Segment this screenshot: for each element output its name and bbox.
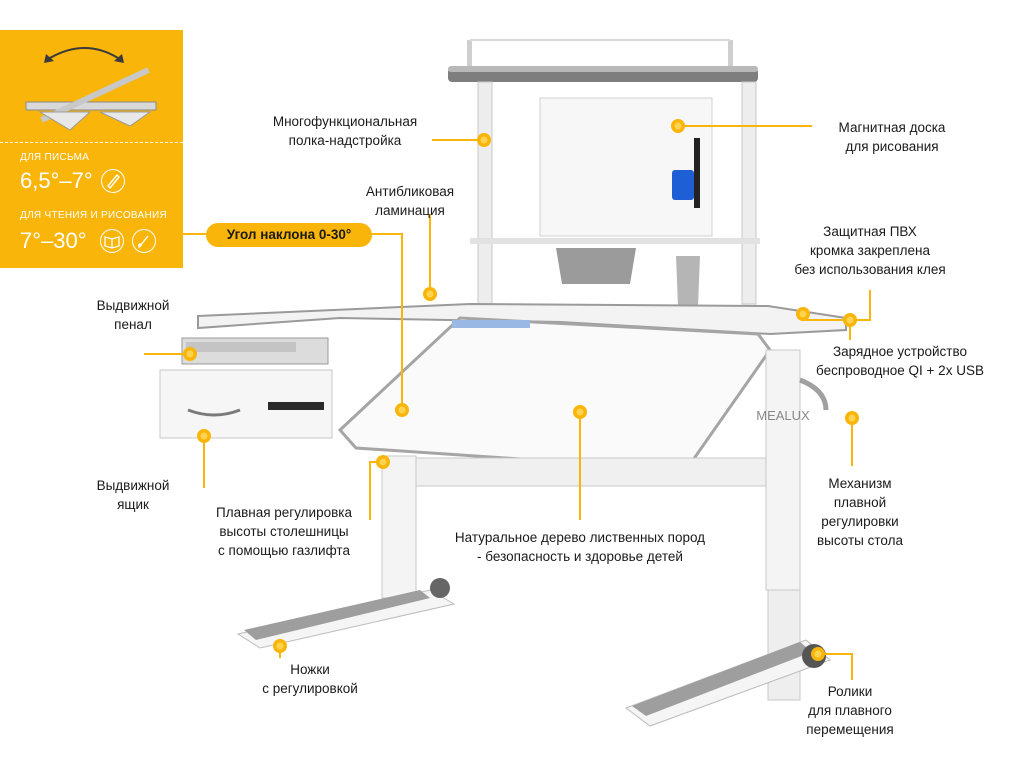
pen-icon <box>101 169 125 193</box>
tilt-info-panel: ДЛЯ ПИСЬМА 6,5°–7° ДЛЯ ЧТЕНИЯ И РИСОВАНИ… <box>0 30 183 268</box>
magnetic-board <box>539 97 713 237</box>
shelf-superstructure <box>448 39 760 306</box>
left-leg <box>236 455 456 649</box>
label-wood: Натуральное дерево лиственных пород- без… <box>454 530 706 564</box>
callout-lines <box>144 125 871 680</box>
reading-label: ДЛЯ ЧТЕНИЯ И РИСОВАНИЯ <box>20 210 168 221</box>
rotate-arrow-icon <box>49 47 119 59</box>
tilt-angle-badge: Угол наклона 0-30° <box>206 223 372 247</box>
eraser <box>672 170 694 200</box>
writing-angle: 6,5°–7° <box>20 168 93 193</box>
tilt-diagram <box>25 47 157 131</box>
reading-angle: 7°–30° <box>20 228 87 253</box>
writing-label: ДЛЯ ПИСЬМА <box>20 152 90 163</box>
tilted-tabletop <box>337 316 772 472</box>
brush-icon <box>132 229 156 253</box>
drawer <box>159 369 333 439</box>
pencil-case <box>181 337 329 365</box>
leg-print: MEALUX <box>756 408 810 423</box>
right-leg: MEALUX <box>624 349 831 727</box>
book-icon <box>100 229 124 253</box>
